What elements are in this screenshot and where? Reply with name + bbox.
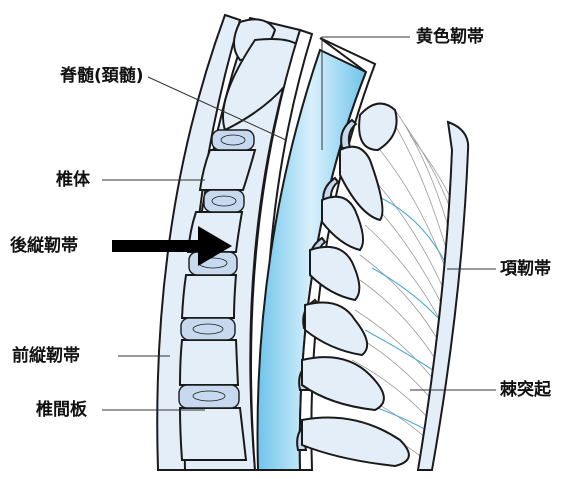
spinous-c4 [322,197,363,250]
label-posterior-longitudinal-ligament: 後縦靭帯 [10,236,78,256]
label-ligamentum-flavum: 黄色靭帯 [416,27,484,47]
vertebra-c7 [180,408,246,460]
disc-0 [212,130,254,150]
label-anterior-longitudinal-ligament: 前縦靭帯 [12,346,80,366]
label-nuchal-ligament: 項靭帯 [500,259,551,279]
disc-1 [204,190,244,212]
label-vertebral-body: 椎体 [56,170,90,190]
vertebra-c5 [182,275,236,318]
spinous-t1 [302,418,409,467]
disc-3 [181,318,235,340]
label-spinal-cord: 脊髄(頚髄) [60,66,144,86]
label-intervertebral-disc: 椎間板 [36,400,87,420]
spinous-c7 [302,357,384,410]
disc-4 [179,385,239,408]
vertebra-c6 [180,340,238,385]
spinous-c2 [359,104,396,150]
label-spinous-process: 棘突起 [500,380,551,400]
